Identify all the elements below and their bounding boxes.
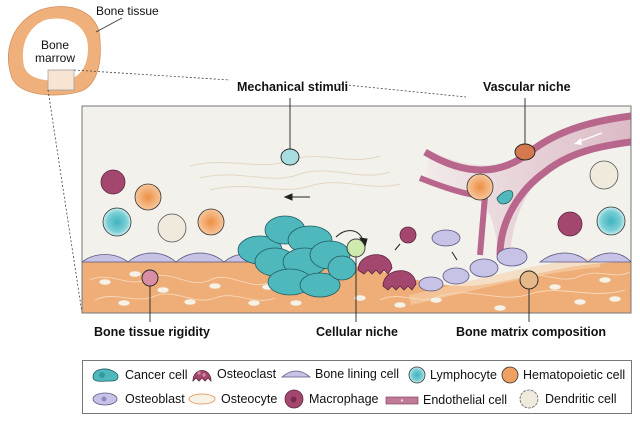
osteoclasts <box>357 254 417 291</box>
legend-item-hematopoietic-cell: Hematopoietic cell <box>501 366 625 384</box>
cancer-cell-cluster <box>237 215 357 298</box>
osteocyte-icon <box>188 393 216 405</box>
callout-markers <box>141 98 539 322</box>
migration-arrows <box>283 193 458 261</box>
bone-tissue-label: Bone tissue <box>96 4 159 18</box>
bone-marrow-label-line2: marrow <box>35 51 76 65</box>
legend: Cancer cell Osteoclast Bone lining cell … <box>82 360 632 414</box>
legend-item-macrophage: Macrophage <box>283 389 379 409</box>
legend-item-bone-lining-cell: Bone lining cell <box>281 367 399 381</box>
legend-item-osteoclast: Osteoclast <box>191 365 276 383</box>
dendritic-cell-icon <box>519 389 539 409</box>
cancer-cell-icon <box>92 368 119 382</box>
bone-tissue-rigidity-label: Bone tissue rigidity <box>94 325 210 339</box>
marrow-cells <box>100 160 626 244</box>
legend-item-osteocyte: Osteocyte <box>187 391 277 407</box>
legend-item-cancer-cell: Cancer cell <box>91 367 188 383</box>
bone-matrix-composition-label: Bone matrix composition <box>456 325 607 339</box>
osteoblasts <box>418 229 528 292</box>
vascular-niche-label: Vascular niche <box>483 80 571 94</box>
bone-tissue <box>82 262 631 313</box>
mechanical-stimuli-label: Mechanical stimuli <box>237 80 349 94</box>
osteoblast-icon <box>92 392 118 406</box>
macrophage-icon <box>284 389 304 409</box>
lymphocyte-icon <box>408 366 426 384</box>
bone-marrow-label-line1: Bone <box>41 38 70 52</box>
osteocytes <box>98 270 622 312</box>
osteoclast-icon <box>192 370 212 382</box>
bone-lining-cells <box>82 252 631 263</box>
legend-item-dendritic-cell: Dendritic cell <box>517 389 617 409</box>
marrow-panel <box>82 106 631 313</box>
legend-item-osteoblast: Osteoblast <box>91 391 185 407</box>
legend-item-endothelial-cell: Endothelial cell <box>385 393 507 407</box>
zoom-guide-lines <box>47 69 467 314</box>
endothelial-cell-icon <box>385 396 419 405</box>
hematopoietic-cell-icon <box>501 366 519 384</box>
bone-lining-cell-icon <box>281 370 311 378</box>
bone-cross-section-inset <box>8 6 123 96</box>
panel-border <box>81 105 632 314</box>
cellular-niche-label: Cellular niche <box>316 325 398 339</box>
legend-item-lymphocyte: Lymphocyte <box>408 366 497 384</box>
